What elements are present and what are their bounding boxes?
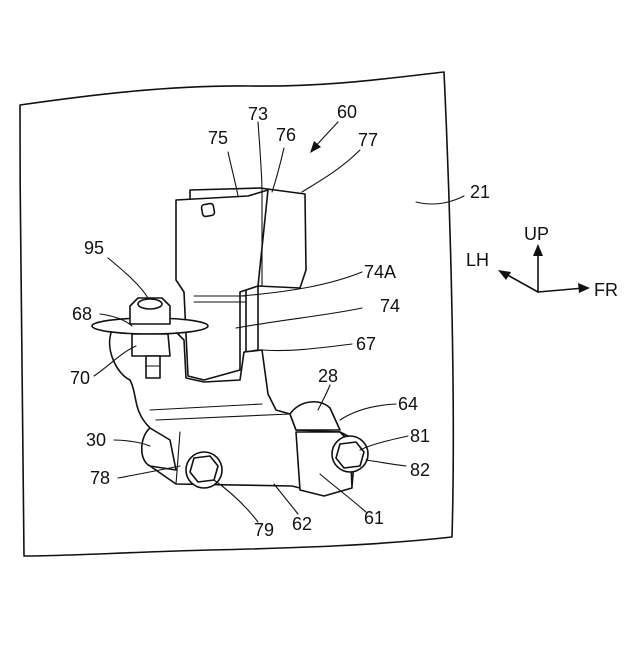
- leader-21: [416, 196, 464, 204]
- leader-67: [262, 344, 352, 351]
- label-67: 67: [356, 334, 376, 354]
- leader-64: [340, 404, 396, 420]
- label-61: 61: [364, 508, 384, 528]
- leader-95: [108, 258, 148, 298]
- label-81: 81: [410, 426, 430, 446]
- label-78: 78: [90, 468, 110, 488]
- label-77: 77: [358, 130, 378, 150]
- label-79: 79: [254, 520, 274, 540]
- label-82: 82: [410, 460, 430, 480]
- label-70: 70: [70, 368, 90, 388]
- bolt-head-79: [190, 456, 218, 482]
- label-64: 64: [398, 394, 418, 414]
- label-74: 74: [380, 296, 400, 316]
- leader-79: [214, 480, 258, 522]
- label-75: 75: [208, 128, 228, 148]
- axis-lh-arrowhead: [498, 270, 511, 280]
- label-68: 68: [72, 304, 92, 324]
- label-21: 21: [470, 182, 490, 202]
- nut-70: [132, 334, 170, 356]
- bolt-head-81: [336, 442, 364, 468]
- axis-label-fr: FR: [594, 280, 618, 300]
- bolt-top-95: [138, 299, 162, 309]
- axis-label-lh: LH: [466, 250, 489, 270]
- label-60: 60: [337, 102, 357, 122]
- plate-hole: [201, 203, 215, 217]
- label-74A: 74A: [364, 262, 396, 282]
- leader-73: [258, 122, 262, 192]
- edge-28: [290, 402, 340, 430]
- axis-up-arrowhead: [533, 244, 543, 256]
- leader-76: [272, 148, 284, 192]
- leader-62: [274, 484, 298, 514]
- label-76: 76: [276, 125, 296, 145]
- label-30: 30: [86, 430, 106, 450]
- bolt-shank-70: [146, 356, 160, 378]
- axis-fr-arrowhead: [578, 283, 590, 293]
- leader-82: [366, 460, 406, 466]
- label-28: 28: [318, 366, 338, 386]
- label-62: 62: [292, 514, 312, 534]
- axis-label-up: UP: [524, 224, 549, 244]
- label-95: 95: [84, 238, 104, 258]
- label-73: 73: [248, 104, 268, 124]
- axis-fr-line: [538, 288, 584, 292]
- leader-77: [302, 150, 360, 192]
